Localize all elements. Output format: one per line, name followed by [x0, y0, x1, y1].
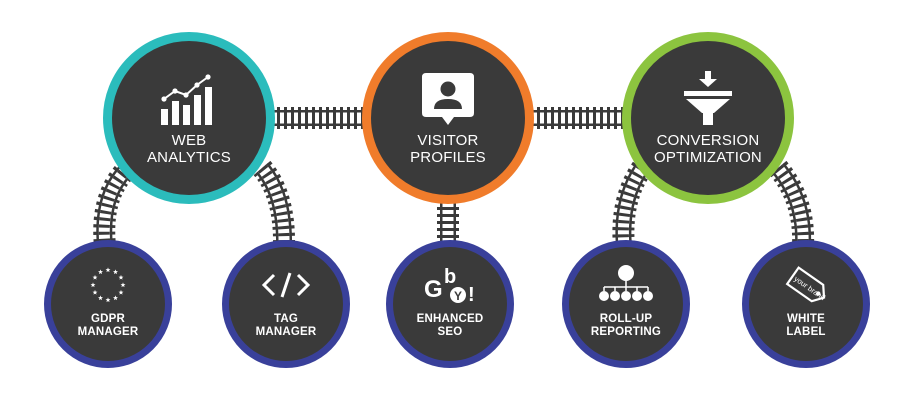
label-line-2: ANALYTICS: [146, 148, 232, 166]
code-brackets-icon: [256, 263, 316, 307]
label-line-1: ENHANCED: [416, 313, 484, 325]
eu-star: [92, 289, 98, 295]
bar-chart-trend-icon: [157, 71, 221, 127]
node-tag-manager[interactable]: TAG MANAGER: [222, 240, 350, 368]
eu-star: [118, 274, 124, 280]
seo-bang-glyph: !: [468, 284, 475, 306]
eu-star: [90, 282, 96, 288]
label-line-1: TAG: [273, 313, 298, 325]
label-line-2: PROFILES: [410, 148, 486, 166]
label-line-2: LABEL: [786, 325, 826, 338]
label-line-1: WEB: [171, 132, 207, 149]
seo-b-glyph: b: [444, 266, 456, 288]
eu-star: [105, 297, 111, 303]
node-label: TAG MANAGER: [256, 313, 317, 338]
node-web-analytics[interactable]: WEB ANALYTICS: [103, 32, 275, 204]
node-white-label[interactable]: your brand WHITE LABEL: [742, 240, 870, 368]
label-line-2: MANAGER: [255, 325, 317, 338]
node-conversion-optimization[interactable]: CONVERSION OPTIMIZATION: [622, 32, 794, 204]
node-label: CONVERSION OPTIMIZATION: [654, 132, 762, 166]
node-enhanced-seo[interactable]: G b Y ! ENHANCED SEO: [386, 240, 514, 368]
seo-g-glyph: G: [424, 276, 443, 303]
node-label: ENHANCED SEO: [417, 313, 484, 338]
node-gdpr-manager[interactable]: GDPR MANAGER: [44, 240, 172, 368]
label-line-2: REPORTING: [590, 325, 662, 338]
eu-star: [98, 269, 103, 275]
node-visitor-profiles[interactable]: VISITOR PROFILES: [362, 32, 534, 204]
eu-star: [98, 295, 103, 301]
node-label: WHITE LABEL: [786, 313, 825, 338]
node-label: VISITOR PROFILES: [410, 132, 486, 166]
track-web-to-gdpr: [93, 160, 136, 248]
node-label: ROLL-UP REPORTING: [591, 313, 661, 338]
price-tag-icon: your brand: [776, 263, 836, 307]
eu-star: [113, 295, 118, 301]
eu-star: [113, 269, 118, 275]
node-roll-up-reporting[interactable]: ROLL-UP REPORTING: [562, 240, 690, 368]
eu-star: [120, 282, 126, 288]
node-label: GDPR MANAGER: [78, 313, 139, 338]
search-engines-icon: G b Y !: [420, 263, 480, 307]
eu-star: [105, 267, 111, 273]
tag-brand-text: your brand: [792, 274, 827, 302]
eu-stars-icon: [78, 263, 138, 307]
label-line-2: SEO: [437, 325, 463, 338]
hierarchy-dots-icon: [596, 263, 656, 307]
eu-star: [92, 274, 98, 280]
eu-star: [118, 289, 124, 295]
track-web-to-tag: [253, 160, 296, 247]
label-line-1: WHITE: [786, 313, 826, 325]
track-conversion-to-rollup: [612, 161, 652, 247]
label-line-1: VISITOR: [417, 132, 479, 149]
funnel-icon: [676, 71, 740, 127]
profile-badge-icon: [416, 71, 480, 127]
label-line-1: GDPR: [90, 313, 125, 325]
label-line-2: OPTIMIZATION: [654, 148, 762, 166]
track-conversion-to-whitelabel: [769, 160, 815, 247]
seo-y-glyph: Y: [454, 289, 462, 303]
label-line-1: CONVERSION: [656, 132, 760, 149]
label-line-1: ROLL-UP: [599, 313, 653, 325]
label-line-2: MANAGER: [77, 325, 139, 338]
node-label: WEB ANALYTICS: [146, 132, 232, 166]
